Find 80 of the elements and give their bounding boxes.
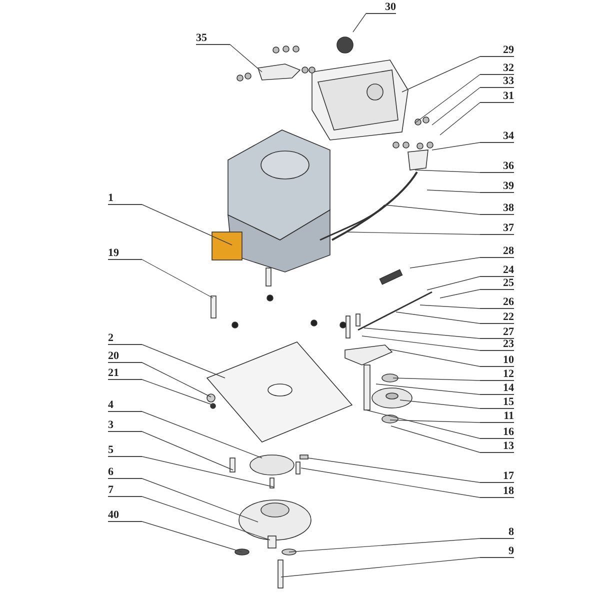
leader-line bbox=[440, 289, 480, 298]
leader-line bbox=[142, 521, 242, 552]
callout-number: 6 bbox=[108, 465, 142, 479]
callout-number: 28 bbox=[480, 244, 514, 258]
leader-line bbox=[366, 410, 480, 439]
leader-line bbox=[364, 328, 480, 339]
leader-line bbox=[390, 420, 480, 423]
leader-line bbox=[362, 336, 480, 351]
leader-line bbox=[142, 411, 262, 458]
callout-number: 3 bbox=[108, 418, 142, 432]
callout-number: 38 bbox=[480, 201, 514, 215]
callout-number: 11 bbox=[480, 409, 514, 423]
leader-line bbox=[142, 496, 270, 540]
leader-line bbox=[410, 257, 480, 268]
callout-number: 7 bbox=[108, 483, 142, 497]
leader-line bbox=[142, 431, 234, 470]
callout-number: 2 bbox=[108, 331, 142, 345]
callout-number: 21 bbox=[108, 366, 142, 380]
callout-number: 26 bbox=[480, 295, 514, 309]
leader-line bbox=[384, 204, 480, 215]
callout-number: 22 bbox=[480, 310, 514, 324]
callout-number: 20 bbox=[108, 349, 142, 363]
leader-line bbox=[414, 170, 480, 173]
leader-line bbox=[426, 190, 480, 193]
callout-number: 30 bbox=[366, 0, 396, 14]
callout-number: 24 bbox=[480, 263, 514, 277]
callout-number: 25 bbox=[480, 276, 514, 290]
leader-line bbox=[142, 456, 274, 488]
callout-number: 36 bbox=[480, 159, 514, 173]
leader-line bbox=[392, 378, 480, 381]
leader-line bbox=[414, 74, 480, 124]
leader-line bbox=[426, 276, 480, 290]
callout-number: 32 bbox=[480, 61, 514, 75]
leader-line bbox=[432, 142, 480, 150]
leader-line bbox=[402, 56, 480, 92]
leader-line bbox=[142, 259, 214, 298]
callout-number: 17 bbox=[480, 469, 514, 483]
leader-line bbox=[230, 44, 262, 72]
callout-number: 16 bbox=[480, 425, 514, 439]
leader-line bbox=[142, 379, 214, 406]
callout-number: 18 bbox=[480, 484, 514, 498]
callout-number: 39 bbox=[480, 179, 514, 193]
leader-line bbox=[142, 344, 226, 378]
leader-line bbox=[396, 312, 480, 324]
callout-number: 23 bbox=[480, 337, 514, 351]
callout-number: 8 bbox=[480, 525, 514, 539]
leader-line bbox=[352, 13, 366, 32]
callout-number: 33 bbox=[480, 74, 514, 88]
callout-number: 37 bbox=[480, 221, 514, 235]
leader-line bbox=[280, 557, 480, 578]
leader-line bbox=[400, 400, 480, 409]
callout-number: 10 bbox=[480, 353, 514, 367]
callout-number: 34 bbox=[480, 129, 514, 143]
leader-line bbox=[142, 362, 212, 398]
leader-line bbox=[390, 426, 480, 453]
leader-line bbox=[344, 232, 480, 235]
leader-line bbox=[388, 348, 480, 367]
callout-number: 13 bbox=[480, 439, 514, 453]
callout-number: 31 bbox=[480, 89, 514, 103]
callout-number: 9 bbox=[480, 544, 514, 558]
callout-number: 27 bbox=[480, 325, 514, 339]
leader-line bbox=[308, 458, 480, 483]
callout-number: 29 bbox=[480, 43, 514, 57]
leader-line bbox=[288, 538, 480, 552]
callout-number: 15 bbox=[480, 395, 514, 409]
callout-number: 19 bbox=[108, 246, 142, 260]
callout-number: 40 bbox=[108, 508, 142, 522]
leader-line bbox=[142, 204, 232, 246]
callout-number: 12 bbox=[480, 367, 514, 381]
leader-line bbox=[440, 102, 480, 136]
callout-number: 4 bbox=[108, 398, 142, 412]
callout-number: 5 bbox=[108, 443, 142, 457]
leader-line bbox=[300, 468, 480, 498]
callout-number: 14 bbox=[480, 381, 514, 395]
leader-line bbox=[142, 478, 258, 522]
leader-line bbox=[420, 304, 480, 309]
callout-number: 35 bbox=[196, 31, 230, 45]
leader-line bbox=[432, 87, 480, 126]
leader-line bbox=[376, 384, 480, 395]
callout-number: 1 bbox=[108, 191, 142, 205]
